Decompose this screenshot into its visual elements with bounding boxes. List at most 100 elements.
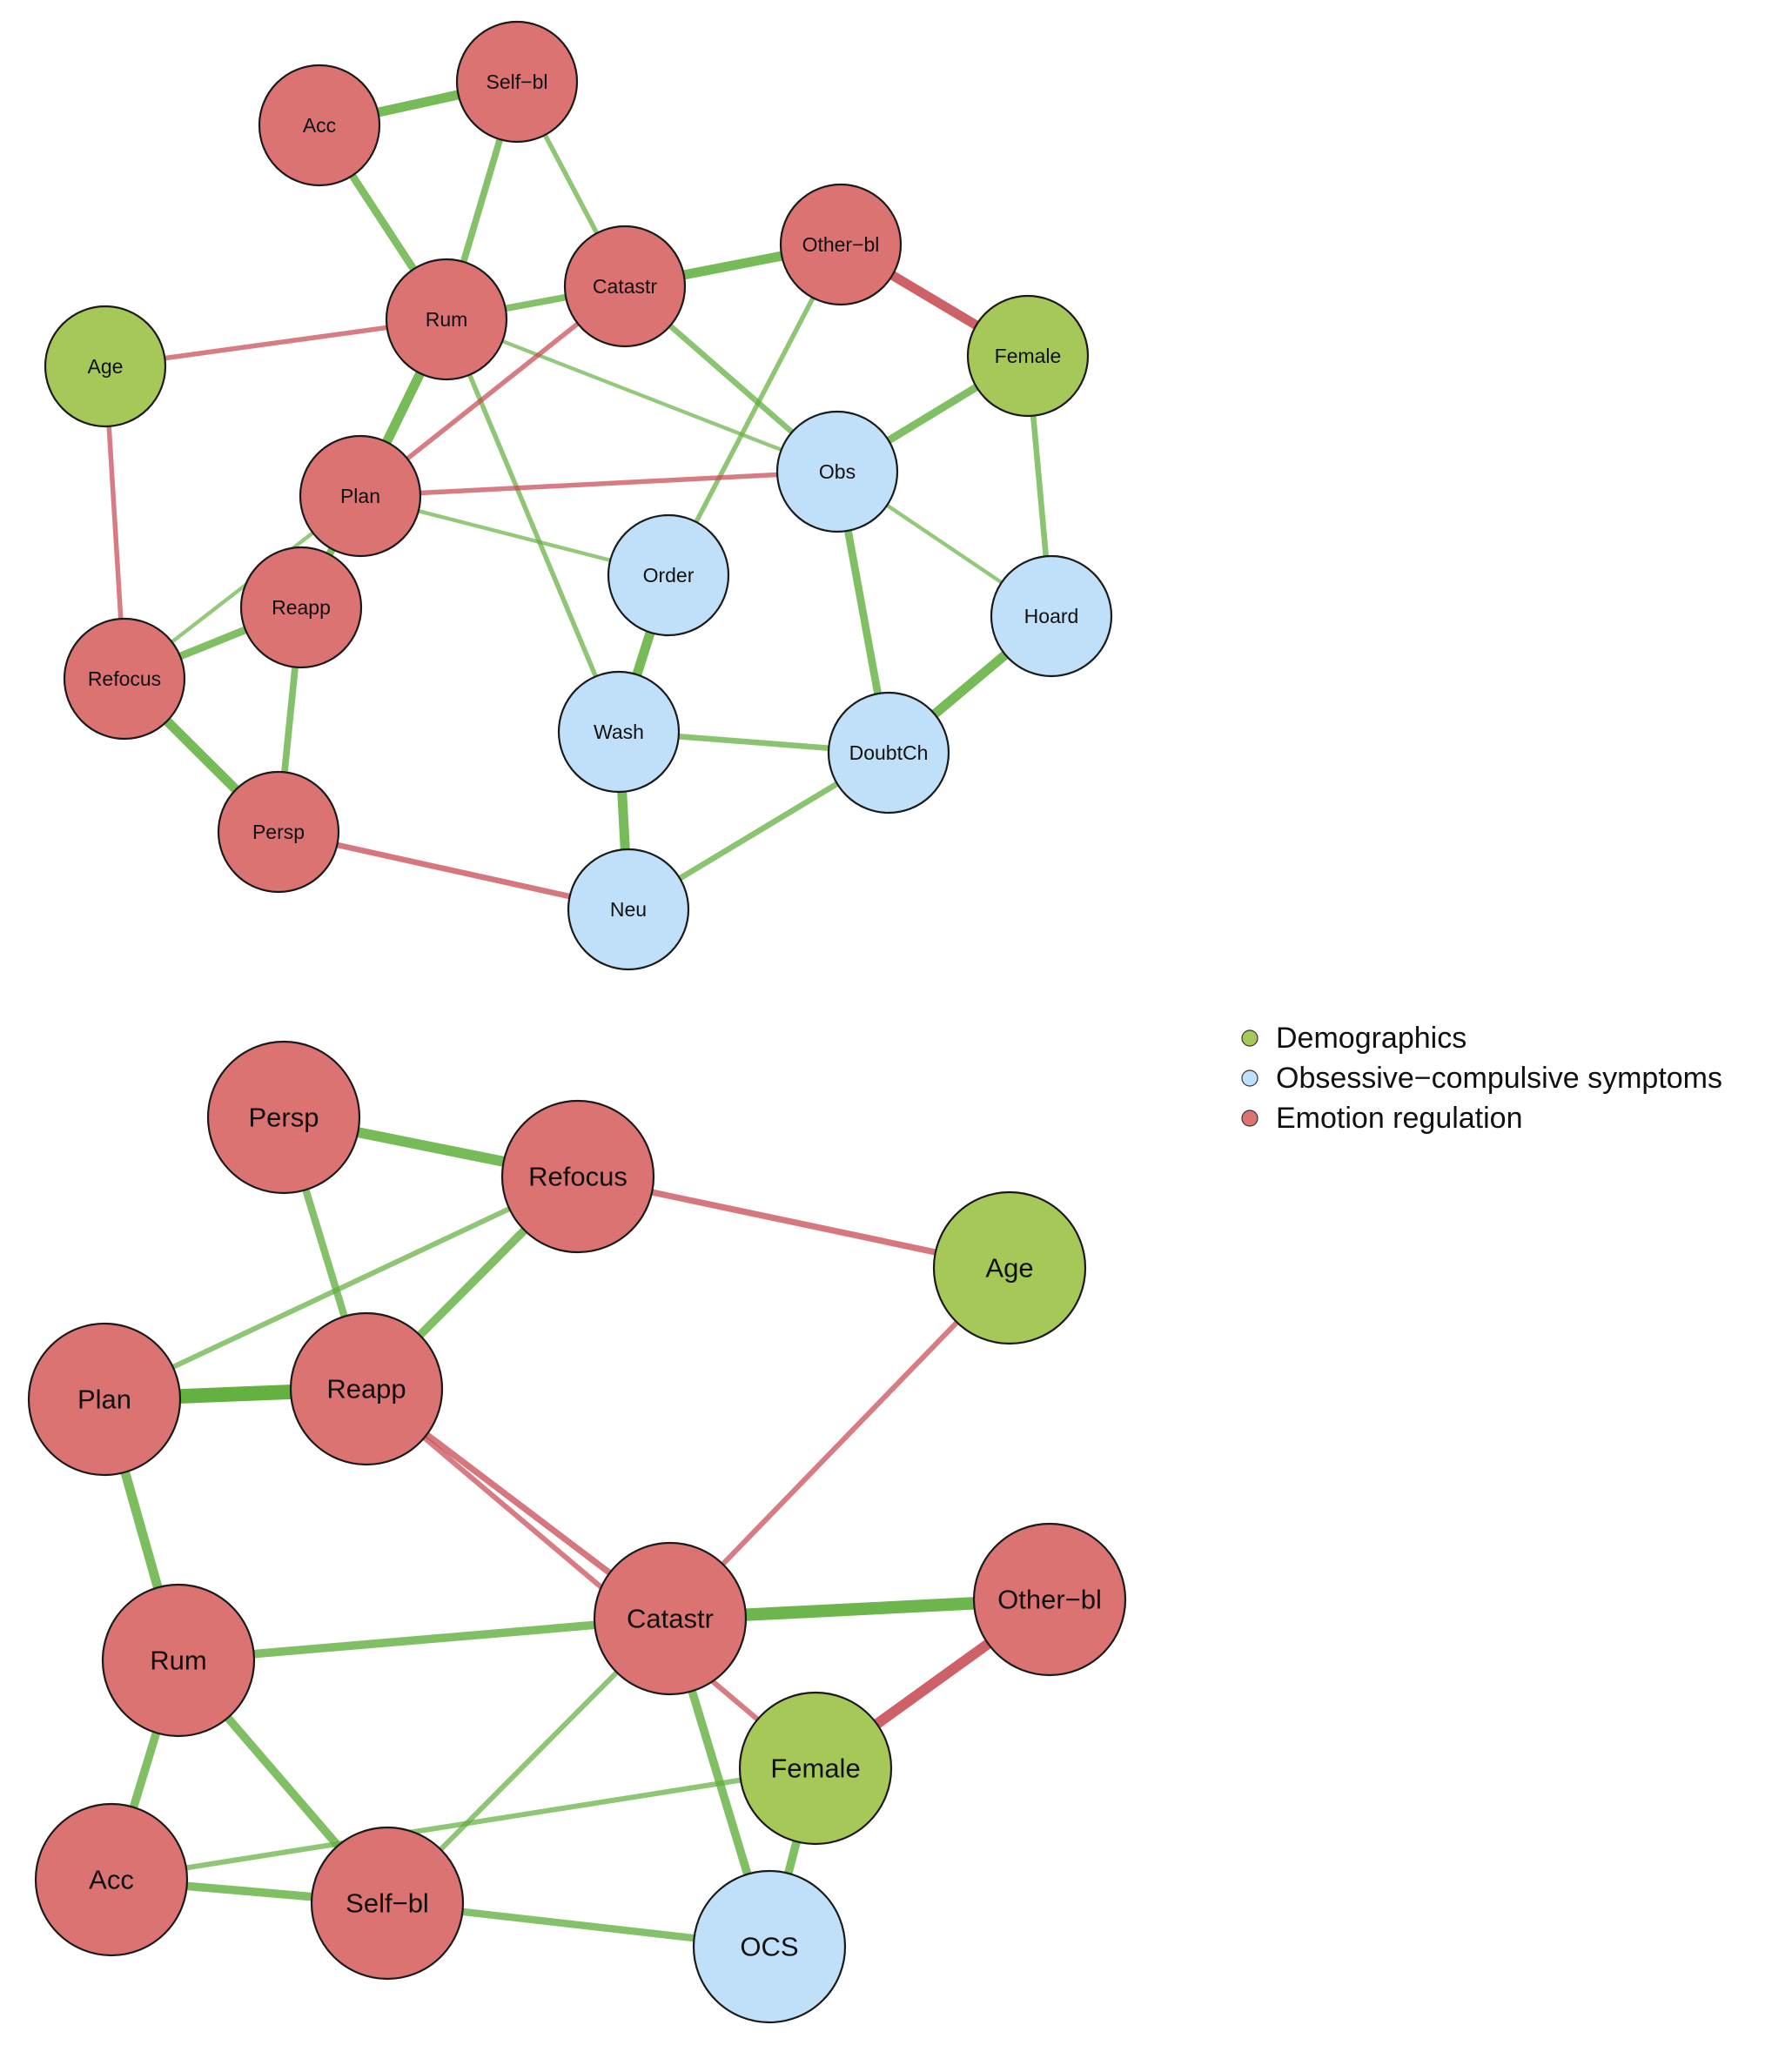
node-label: Acc — [89, 1865, 134, 1895]
top-node-hoard: Hoard — [990, 554, 1113, 678]
node-circle — [593, 1541, 748, 1696]
node-label: Hoard — [1024, 605, 1079, 627]
bottom-node-female: Female — [738, 1691, 893, 1846]
node-label: Reapp — [272, 596, 331, 619]
top-node-female: Female — [966, 294, 1090, 418]
top-node-plan: Plan — [299, 434, 422, 558]
node-label: Persp — [249, 1103, 319, 1133]
bottom-node-catastr: Catastr — [593, 1541, 748, 1696]
node-label: Other−bl — [802, 233, 880, 256]
node-circle — [607, 513, 730, 637]
node-label: Catastr — [593, 275, 657, 298]
node-label: Female — [995, 345, 1062, 367]
top-edge-other-bl-order — [666, 242, 843, 578]
node-label: Catastr — [627, 1604, 714, 1634]
node-label: Refocus — [88, 667, 161, 690]
top-node-doubtch: DoubtCh — [827, 691, 950, 815]
top-node-order: Order — [607, 513, 730, 637]
node-label: Acc — [303, 114, 336, 137]
top-node-neu: Neu — [567, 848, 690, 971]
node-circle — [738, 1691, 893, 1846]
node-circle — [310, 1826, 465, 1981]
bottom-node-age: Age — [932, 1190, 1087, 1345]
node-circle — [258, 64, 381, 187]
node-label: Age — [985, 1253, 1033, 1284]
node-circle — [775, 410, 899, 533]
legend-label: Demographics — [1276, 1022, 1466, 1055]
bottom-node-self-bl: Self−bl — [310, 1826, 465, 1981]
bottom-edge-refocus-plan — [102, 1174, 581, 1402]
bottom-edge-reapp-female — [364, 1386, 818, 1771]
node-label: Plan — [340, 485, 380, 507]
node-circle — [34, 1802, 189, 1957]
top-node-wash: Wash — [557, 670, 681, 794]
bottom-node-acc: Acc — [34, 1802, 189, 1957]
top-node-rum: Rum — [385, 258, 508, 381]
bottom-node-rum: Rum — [101, 1583, 256, 1738]
node-circle — [990, 554, 1113, 678]
top-node-other-bl: Other−bl — [779, 183, 903, 306]
node-circle — [972, 1522, 1127, 1677]
bottom-node-refocus: Refocus — [500, 1099, 655, 1254]
node-circle — [101, 1583, 256, 1738]
node-circle — [455, 20, 579, 144]
node-circle — [827, 691, 950, 815]
node-label: Order — [643, 564, 695, 587]
node-circle — [206, 1040, 361, 1195]
top-node-self-bl: Self−bl — [455, 20, 579, 144]
legend-item-emotion: Emotion regulation — [1241, 1102, 1523, 1135]
top-node-age: Age — [44, 305, 167, 428]
legend-item-ocs: Obsessive−compulsive symptoms — [1241, 1062, 1722, 1095]
node-label: Obs — [819, 460, 856, 483]
node-circle — [27, 1322, 182, 1477]
node-circle — [567, 848, 690, 971]
node-circle — [63, 617, 186, 741]
node-circle — [299, 434, 422, 558]
node-circle — [289, 1311, 444, 1466]
node-label: Female — [770, 1753, 860, 1784]
node-label: Persp — [252, 821, 305, 843]
node-label: Rum — [426, 308, 468, 331]
node-label: Neu — [610, 898, 647, 921]
node-circle — [500, 1099, 655, 1254]
legend-label: Obsessive−compulsive symptoms — [1276, 1062, 1722, 1095]
node-circle — [239, 546, 363, 669]
legend-label: Emotion regulation — [1276, 1102, 1523, 1135]
legend-swatch — [1241, 1110, 1258, 1127]
node-circle — [692, 1869, 847, 2024]
top-node-reapp: Reapp — [239, 546, 363, 669]
legend-item-demographics: Demographics — [1241, 1022, 1466, 1055]
node-label: Self−bl — [487, 70, 548, 93]
node-label: Other−bl — [997, 1585, 1102, 1615]
node-label: Wash — [594, 721, 644, 743]
node-circle — [563, 225, 687, 348]
node-circle — [966, 294, 1090, 418]
bottom-edge-female-acc — [109, 1766, 818, 1882]
top-edge-plan-obs — [358, 469, 840, 499]
node-label: Reapp — [326, 1374, 406, 1405]
node-label: Plan — [77, 1385, 131, 1415]
node-label: Age — [88, 355, 124, 378]
bottom-edge-age-catastr — [668, 1265, 1012, 1621]
top-node-obs: Obs — [775, 410, 899, 533]
bottom-node-other-bl: Other−bl — [972, 1522, 1127, 1677]
bottom-node-persp: Persp — [206, 1040, 361, 1195]
node-label: Refocus — [528, 1162, 628, 1192]
top-node-persp: Persp — [217, 770, 340, 894]
node-circle — [557, 670, 681, 794]
top-node-catastr: Catastr — [563, 225, 687, 348]
bottom-edge-catastr-rum — [174, 1614, 675, 1665]
node-label: Self−bl — [346, 1888, 429, 1919]
node-circle — [779, 183, 903, 306]
top-node-refocus: Refocus — [63, 617, 186, 741]
top-edge-rum-wash — [444, 317, 621, 734]
bottom-node-reapp: Reapp — [289, 1311, 444, 1466]
top-edge-rum-obs — [444, 317, 840, 474]
node-circle — [217, 770, 340, 894]
legend-swatch — [1241, 1029, 1258, 1047]
bottom-node-plan: Plan — [27, 1322, 182, 1477]
